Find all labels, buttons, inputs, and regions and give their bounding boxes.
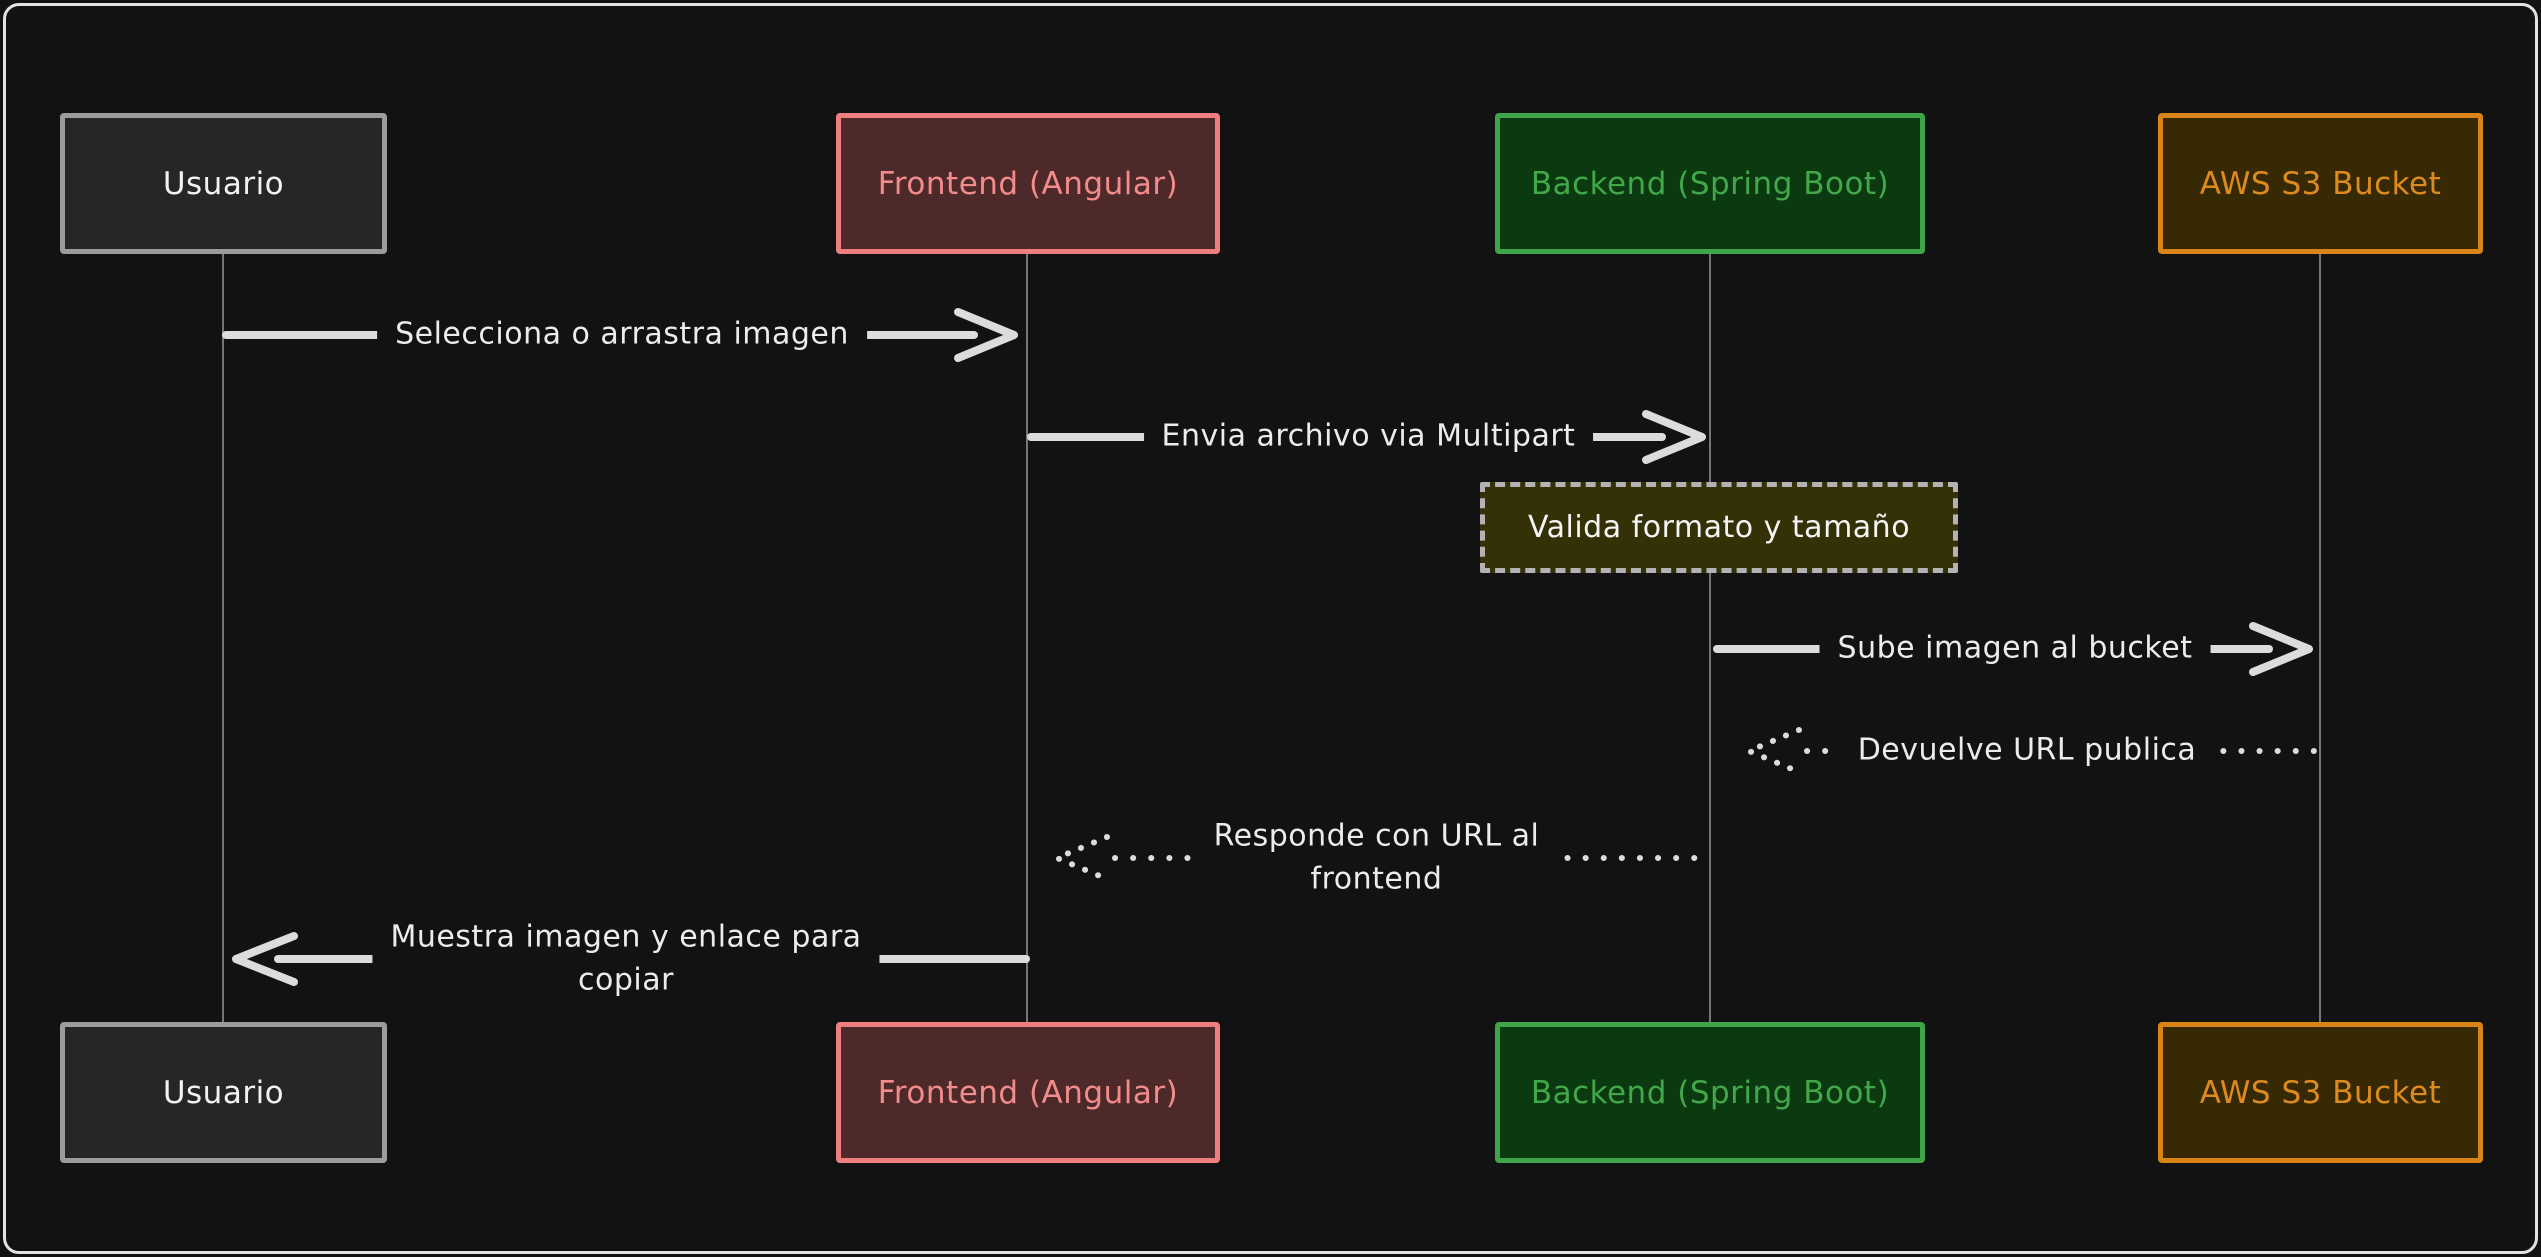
participant-label: Frontend (Angular) <box>877 1074 1179 1111</box>
note-label: Valida formato y tamaño <box>1527 510 1911 545</box>
participant-backend-top: Backend (Spring Boot) <box>1495 113 1925 254</box>
message-muestra-imagen: Muestra imagen y enlace para copiar <box>222 914 1030 1004</box>
participant-label: Usuario <box>162 1074 285 1111</box>
participant-usuario-top: Usuario <box>60 113 387 254</box>
participant-label: AWS S3 Bucket <box>2199 1074 2442 1111</box>
participant-backend-bottom: Backend (Spring Boot) <box>1495 1022 1925 1163</box>
note-valida-formato: Valida formato y tamaño <box>1480 482 1958 573</box>
participant-label: Backend (Spring Boot) <box>1530 1074 1890 1111</box>
lifeline-s3 <box>2319 254 2321 1024</box>
message-envia-archivo: Envia archivo via Multipart <box>1027 405 1710 469</box>
dotted-arrow-left-icon <box>1049 834 1709 882</box>
message-devuelve-url: Devuelve URL publica <box>1735 719 2319 783</box>
message-label: Muestra imagen y enlace para copiar <box>372 914 880 1004</box>
participant-label: Backend (Spring Boot) <box>1530 165 1890 202</box>
participant-s3-bottom: AWS S3 Bucket <box>2158 1022 2483 1163</box>
participant-s3-top: AWS S3 Bucket <box>2158 113 2483 254</box>
message-sube-imagen: Sube imagen al bucket <box>1713 617 2317 681</box>
message-label: Envia archivo via Multipart <box>1143 413 1594 461</box>
message-label: Selecciona o arrastra imagen <box>377 311 867 359</box>
message-label: Devuelve URL publica <box>1839 727 2215 775</box>
lifeline-usuario <box>222 254 224 1024</box>
participant-label: Usuario <box>162 165 285 202</box>
participant-frontend-top: Frontend (Angular) <box>836 113 1220 254</box>
participant-usuario-bottom: Usuario <box>60 1022 387 1163</box>
participant-label: Frontend (Angular) <box>877 165 1179 202</box>
lifeline-backend <box>1709 254 1711 1024</box>
participant-label: AWS S3 Bucket <box>2199 165 2442 202</box>
participant-frontend-bottom: Frontend (Angular) <box>836 1022 1220 1163</box>
message-selecciona-imagen: Selecciona o arrastra imagen <box>222 303 1022 367</box>
message-label: Responde con URL al frontend <box>1195 813 1558 903</box>
lifeline-frontend <box>1026 254 1028 1024</box>
message-responde-url: Responde con URL al frontend <box>1043 813 1710 903</box>
message-label: Sube imagen al bucket <box>1819 625 2211 673</box>
